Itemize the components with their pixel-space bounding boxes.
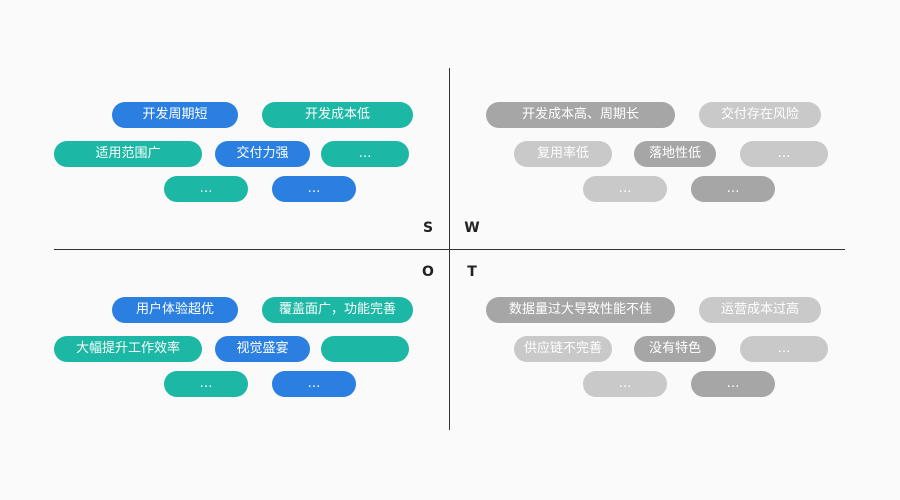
weaknesses-pill: … [583, 176, 667, 202]
label-o: O [422, 264, 434, 280]
threats-pill: … [691, 371, 775, 397]
opportunities-pill: 视觉盛宴 [215, 336, 310, 362]
strengths-pill: 适用范围广 [54, 141, 202, 167]
label-w: W [464, 220, 480, 236]
opportunities-pill: 大幅提升工作效率 [54, 336, 202, 362]
weaknesses-pill: 开发成本高、周期长 [486, 102, 675, 128]
threats-pill: 没有特色 [634, 336, 716, 362]
threats-pill: 数据量过大导致性能不佳 [486, 297, 675, 323]
horizontal-axis [54, 249, 845, 250]
opportunities-pill: 用户体验超优 [112, 297, 238, 323]
threats-pill: … [740, 336, 828, 362]
strengths-pill: 交付力强 [215, 141, 310, 167]
weaknesses-pill: … [740, 141, 828, 167]
strengths-pill: 开发周期短 [112, 102, 238, 128]
weaknesses-pill: … [691, 176, 775, 202]
weaknesses-pill: 交付存在风险 [699, 102, 821, 128]
strengths-pill: … [164, 176, 248, 202]
opportunities-pill: … [164, 371, 248, 397]
opportunities-pill: 覆盖面广，功能完善 [262, 297, 413, 323]
threats-pill: 供应链不完善 [514, 336, 612, 362]
weaknesses-pill: 落地性低 [634, 141, 716, 167]
weaknesses-pill: 复用率低 [514, 141, 612, 167]
threats-pill: … [583, 371, 667, 397]
opportunities-pill: … [272, 371, 356, 397]
opportunities-pill [321, 336, 409, 362]
strengths-pill: … [321, 141, 409, 167]
label-s: S [422, 220, 434, 236]
label-t: T [467, 264, 477, 280]
threats-pill: 运营成本过高 [699, 297, 821, 323]
strengths-pill: … [272, 176, 356, 202]
strengths-pill: 开发成本低 [262, 102, 413, 128]
